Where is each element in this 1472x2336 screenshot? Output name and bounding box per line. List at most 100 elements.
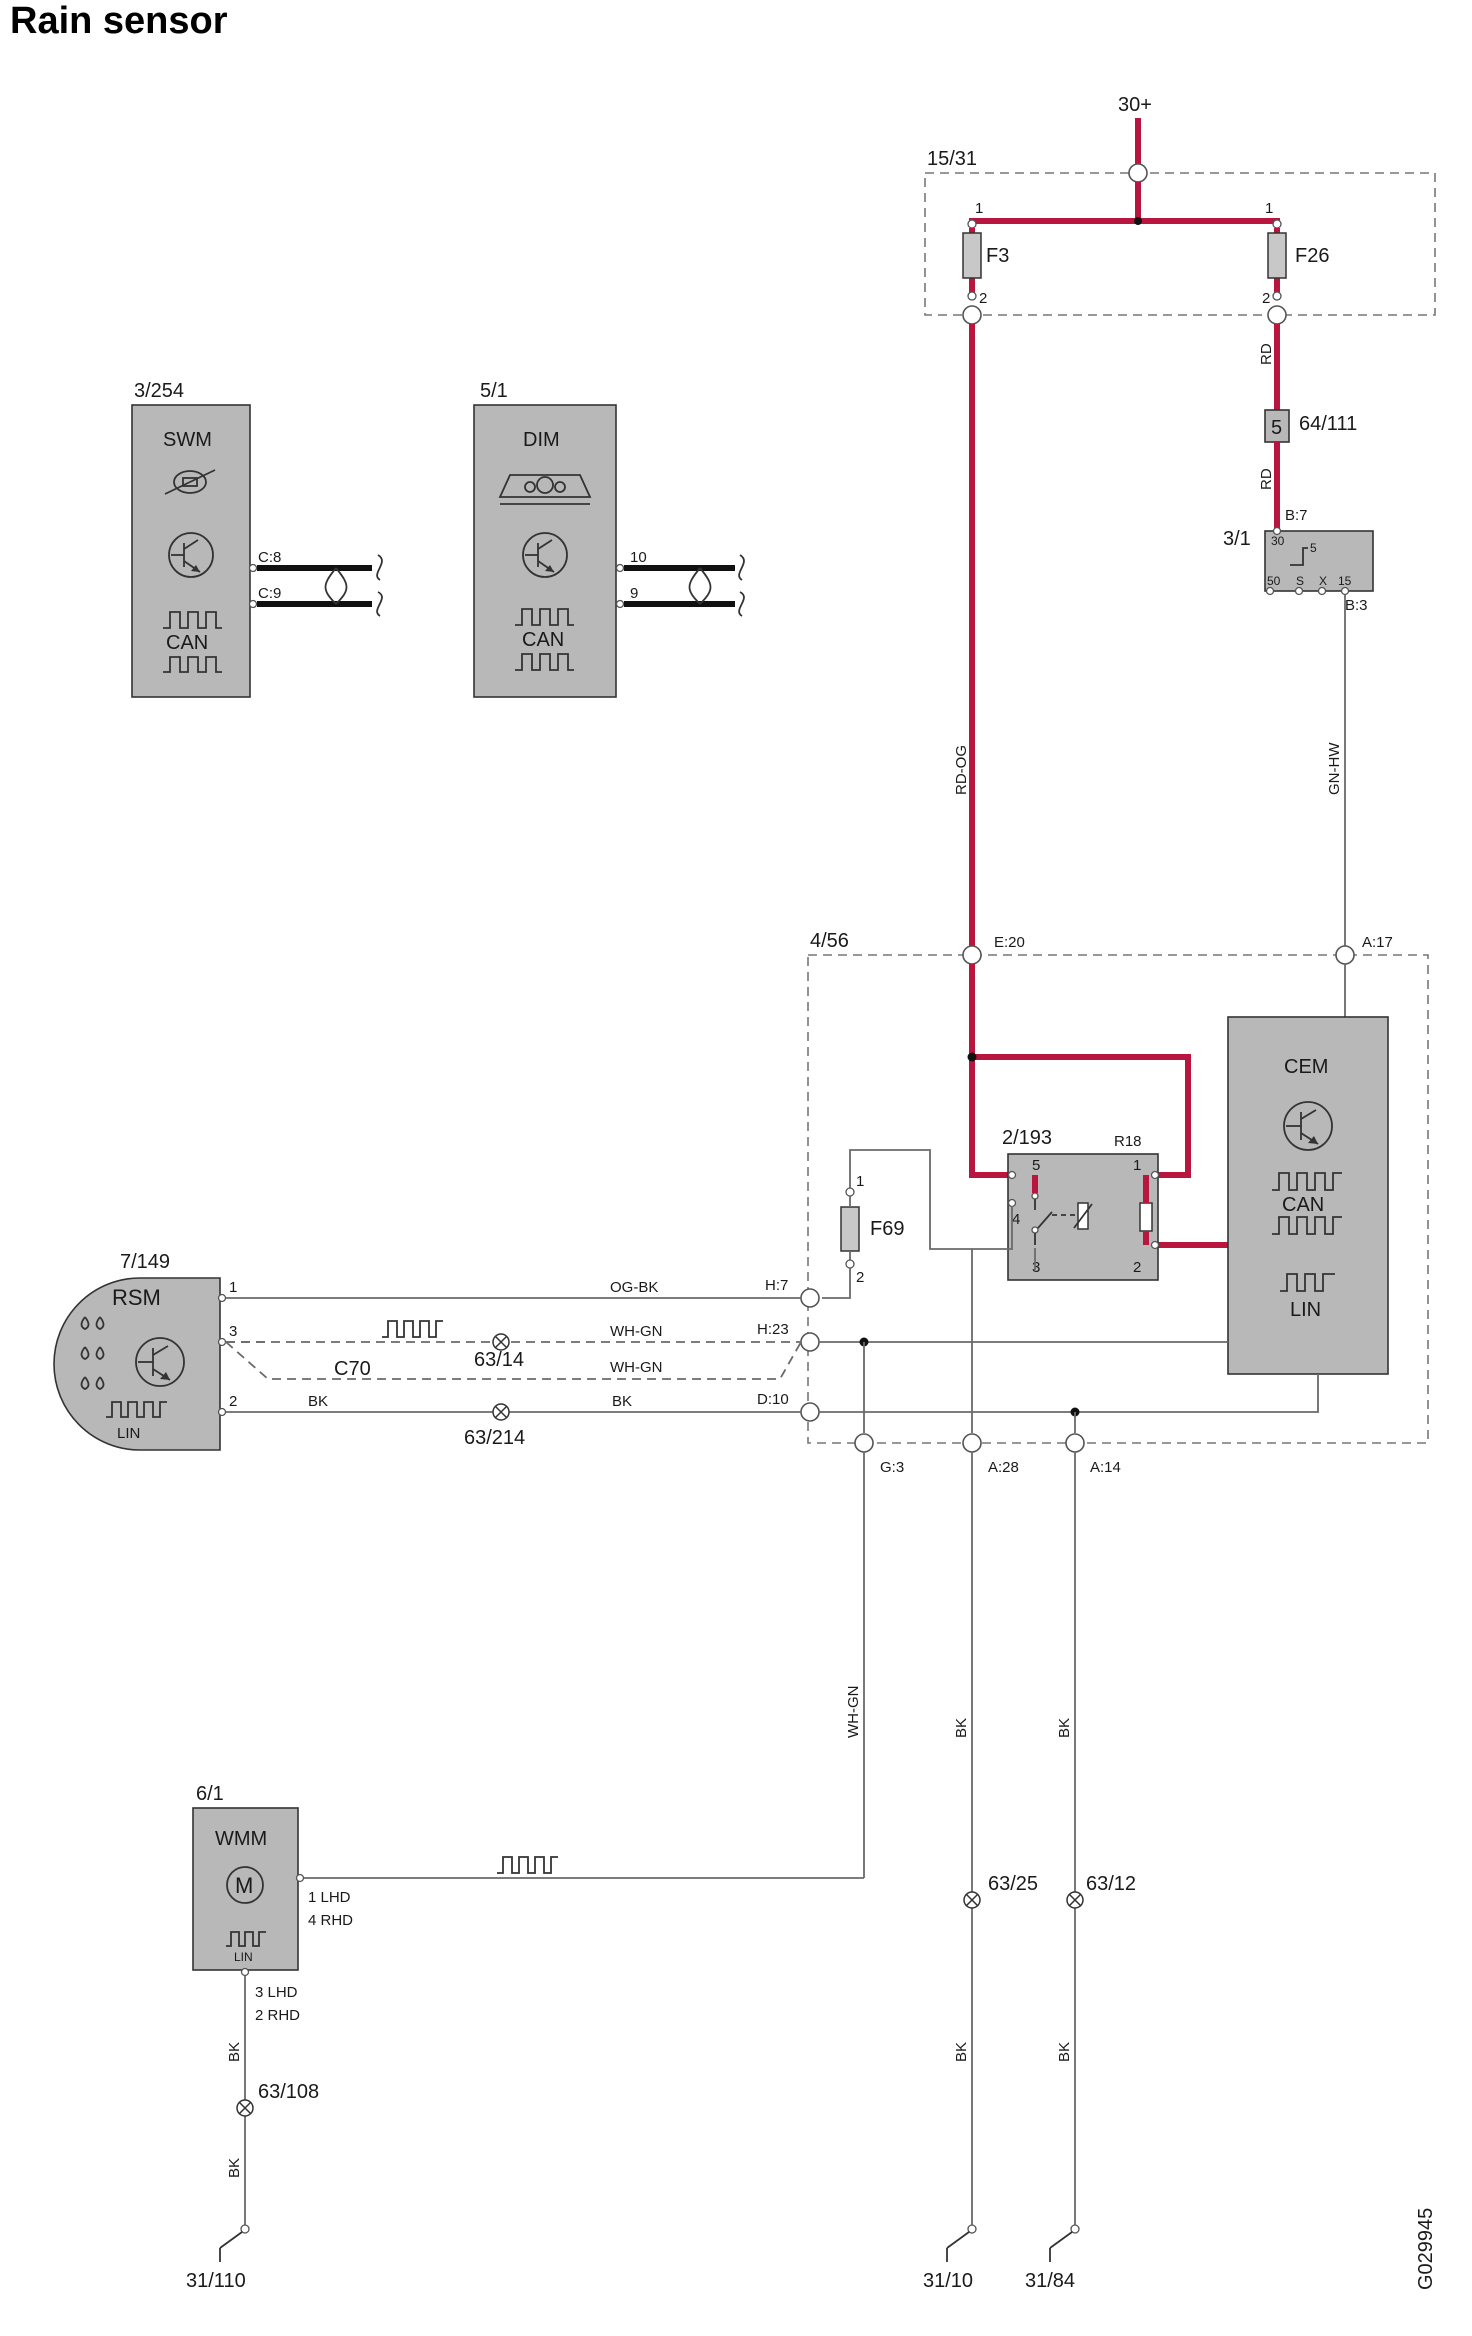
supply-terminal [1128,163,1148,183]
fuse-f3 [962,232,982,279]
gn-hw-wire-label: GN-HW [1326,742,1343,795]
dim-name: DIM [523,429,560,451]
ground-31-110-icon [219,2224,250,2262]
pin-a28 [962,1433,982,1453]
bk-wire-label-8: BK [226,2158,243,2178]
bk-wire-label-2: BK [612,1393,632,1410]
pin-d10-label: D:10 [757,1391,789,1408]
bk-wire-label-4: BK [953,2042,970,2062]
ignition-pin-50-label: 50 [1267,574,1281,588]
splice-63-14-label: 63/14 [474,1349,524,1371]
pin-h7 [800,1288,820,1308]
can-signal-icon [163,656,222,673]
pin-e20 [962,945,982,965]
motor-icon: M [226,1866,264,1904]
rsm-ref: 7/149 [120,1251,170,1273]
splice-63-25-label: 63/25 [988,1873,1038,1895]
twisted-pair-icon [688,567,712,605]
wire-break-icon [376,554,383,617]
splice-63-12 [1066,1891,1084,1909]
swm-module [131,404,251,698]
figure-code: G029945 [1415,2208,1437,2290]
fusebox-ref: 15/31 [927,148,977,170]
relay-pin-2-terminal [1150,1240,1160,1250]
f69-pin2 [845,1259,855,1269]
page-title: Rain sensor [10,0,228,42]
dim-bus: CAN [522,629,564,651]
pin-g3 [854,1433,874,1453]
bk-wire-label-7: BK [226,2042,243,2062]
f26-pin1 [1272,219,1282,229]
f69-pin1 [845,1187,855,1197]
swm-name: SWM [163,429,212,451]
can-signal-icon [515,653,574,671]
bk-wire-label-3: BK [953,1718,970,1738]
relay-pin-4-terminal [1007,1198,1017,1208]
dim-module [473,404,617,698]
splice-63-214-label: 63/214 [464,1427,525,1449]
relay-pin-1: 1 [1133,1157,1141,1174]
fuse-f26 [1267,232,1287,279]
raindrops-icon [80,1316,105,1390]
pin-d10 [800,1402,820,1422]
wmm-bus: LIN [234,1950,253,1964]
ignition-pin-5-label: 5 [1310,541,1317,555]
transistor-icon [135,1337,185,1387]
relay-pin-1-terminal [1150,1170,1160,1180]
ground-31-84-label: 31/84 [1025,2270,1075,2292]
relay-pin-5-terminal [1007,1170,1017,1180]
swm-c8-terminal [248,563,258,573]
ignition-ref: 3/1 [1223,528,1251,550]
f69-feed-wire [849,1149,972,1250]
ignition-pin-30-label: 30 [1271,534,1285,548]
rsm-pin-1: 1 [229,1279,237,1296]
wmm-name: WMM [215,1828,267,1850]
rsm-pin-2-terminal [217,1407,227,1417]
swm-ref: 3/254 [134,380,184,402]
ground-31-110-label: 31/110 [186,2270,246,2292]
fusebox-outline [924,172,1436,316]
ignition-pin-s-label: S [1296,574,1304,588]
relay-res-label: R18 [1114,1133,1142,1150]
f26-out-terminal [1267,305,1287,325]
splice-63-25 [963,1891,981,1909]
cem-module [1227,1016,1389,1375]
f3-pin1 [967,219,977,229]
rd-og-wire-label: RD-OG [953,745,970,795]
can-signal-icon [515,608,574,626]
ignition-pin-s [1294,586,1304,596]
steering-wheel-icon [164,469,216,495]
splice-63-14 [492,1333,510,1351]
ignition-pin-50 [1265,586,1275,596]
rsm-pin-1-terminal [217,1293,227,1303]
pin-a17 [1335,945,1355,965]
rsm-pin-3: 3 [229,1323,237,1340]
can-signal-icon [1272,1172,1342,1191]
lin-signal-icon [226,1931,266,1947]
lin-signal-icon [106,1401,167,1418]
pin-a28-label: A:28 [988,1459,1019,1476]
splice-63-108-label: 63/108 [258,2081,319,2103]
wmm-pin-4rhd: 4 RHD [308,1912,353,1929]
swm-pin-c8: C:8 [258,549,281,566]
fuse-f26-label: F26 [1295,245,1329,267]
f26-pin1-label: 1 [1265,200,1273,217]
ground-31-10-icon [946,2224,977,2262]
cem-lin: LIN [1290,1299,1321,1321]
bk-wire-label-1: BK [308,1393,328,1410]
pin-a14-label: A:14 [1090,1459,1121,1476]
pin-a14 [1065,1433,1085,1453]
can-signal-icon [1272,1216,1342,1235]
instrument-cluster-icon [498,474,592,505]
ignition-pin-15-label: 15 [1338,574,1352,588]
lin-signal-icon [1280,1273,1335,1292]
ignition-pin-15 [1340,586,1350,596]
relay-ref: 2/193 [1002,1127,1052,1149]
wmm-pin-2rhd: 2 RHD [255,2007,300,2024]
f3-pin2-label: 2 [979,290,987,307]
relay-pin-5: 5 [1032,1157,1040,1174]
dim-9-terminal [615,599,625,609]
twisted-pair-icon [324,567,348,605]
ignition-pin-x-label: X [1319,574,1327,588]
